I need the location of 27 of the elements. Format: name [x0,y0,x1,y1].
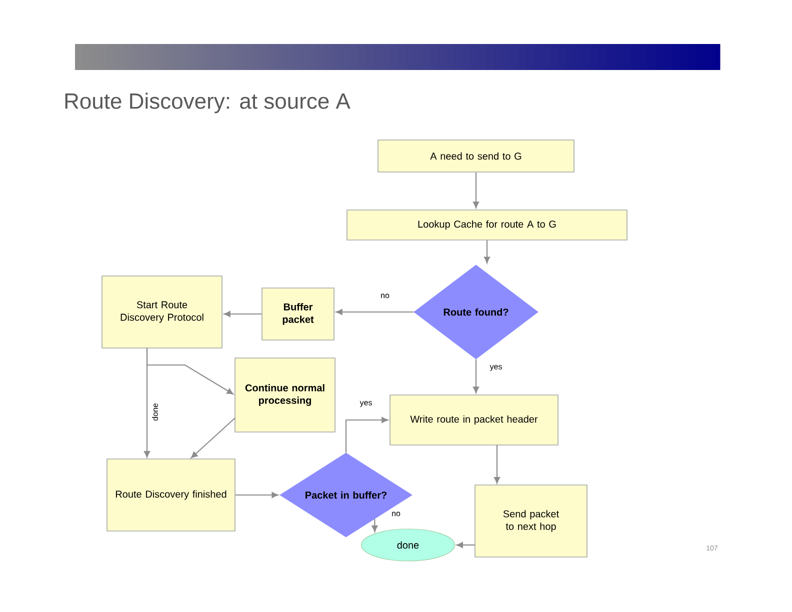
process-box: Start Route Discovery Protocol [102,276,222,348]
process-box: Send packet to next hop [474,484,588,558]
arrow [473,359,480,394]
diagram-title: Route Discovery: at source A [65,92,350,114]
arrow [484,240,490,264]
process-box: A need to send to G [378,140,574,172]
arrow [224,310,262,317]
edge-label: done [151,402,159,422]
arrow [372,519,378,532]
arrow [190,418,236,458]
edge-label: no [390,510,402,518]
edge-label: no [380,292,390,300]
edge-label: yes [488,364,504,372]
arrow [336,308,414,315]
arrow [456,542,475,548]
process-box: Lookup Cache for route A to G [346,210,628,240]
arrow [494,445,500,484]
arrow [146,348,234,395]
edge-label: yes [358,400,374,408]
process-box: Write route in packet header [390,394,558,446]
arrow [235,492,278,498]
terminal-oval: done [361,528,455,562]
arrow [345,416,388,453]
process-box: Continue normal processing [234,358,336,432]
process-box: Buffer packet [262,288,334,340]
process-box: Route Discovery finished [106,458,236,532]
arrow [473,172,480,208]
